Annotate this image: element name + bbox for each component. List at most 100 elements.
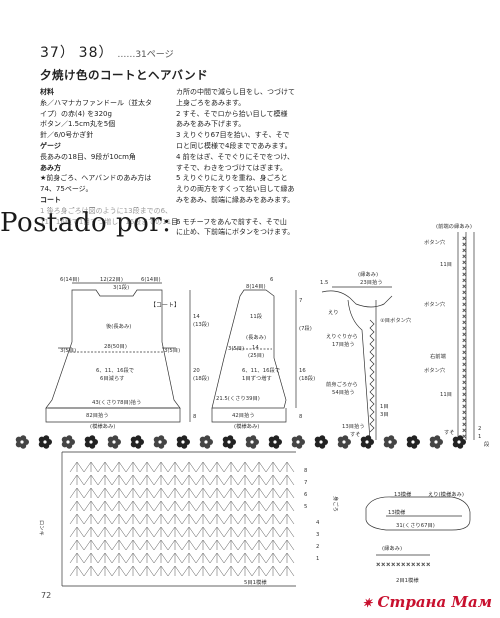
- stitch-mark: [69, 500, 85, 512]
- stitch-mark: [111, 487, 127, 499]
- edge-11b-label: 11目: [440, 391, 452, 398]
- stitch-mark: [251, 513, 267, 525]
- edge-button-3: ボタン穴: [424, 366, 446, 374]
- stitch-mark: [195, 526, 211, 538]
- stitch-mark: [279, 539, 295, 551]
- instructions-column: カ所の中間で減らし目をし、つづけて上身ごろをあみます。2 すそ、そでロから拾い目…: [176, 87, 295, 238]
- stitch-x: ×: [462, 242, 466, 248]
- text-line: 針／6/0号かぎ針: [40, 131, 94, 140]
- stitch-mark: [97, 487, 113, 499]
- stitch-x: ×: [462, 338, 466, 344]
- sleeve-pattern-label: (模様あみ): [234, 422, 259, 430]
- chart-row-5: 5: [304, 504, 307, 510]
- stitch-mark: [237, 513, 253, 525]
- back-decrease-label-2: 6目減らす: [100, 374, 124, 382]
- stitch-mark: [223, 487, 239, 499]
- text-line: すそで、わきをつづけてはぎます。: [176, 163, 287, 172]
- stitch-mark: [279, 461, 295, 473]
- front-pick-label: えりぐりから: [326, 333, 358, 340]
- text-line: 74、75ページ。: [40, 185, 93, 194]
- front-3-label: 3目: [380, 411, 389, 418]
- stitch-mark: [125, 461, 141, 473]
- band-collar-label: えり(模様あみ): [428, 490, 464, 498]
- stitch-mark: [69, 487, 85, 499]
- front-pick-label-2: 17目拾う: [332, 340, 355, 348]
- text-line: 上身ごろをあみます。: [176, 98, 246, 107]
- sleeve-height-16: 16: [299, 368, 306, 374]
- stitch-mark: [251, 565, 267, 577]
- band-13-label: 13模様: [394, 490, 412, 498]
- text-line: あみ方: [40, 163, 61, 172]
- stitch-x: ×: [462, 266, 466, 272]
- pattern-number-2: 38: [78, 45, 99, 61]
- stitch-mark: [83, 513, 99, 525]
- back-height-20: 20: [193, 368, 200, 374]
- back-hem-pattern-label: (模様あみ): [90, 422, 115, 430]
- back-side-right-label: 3(5目): [164, 347, 180, 354]
- stitch-mark: [223, 513, 239, 525]
- band-width-label: 31(くさり67目): [396, 522, 435, 529]
- stitch-mark: [251, 526, 267, 538]
- stitch-x: ×: [462, 380, 466, 386]
- stitch-mark: [111, 552, 127, 564]
- stitch-x: ×: [462, 248, 466, 254]
- text-line: 材料: [40, 88, 54, 96]
- stitch-mark: [223, 500, 239, 512]
- chart-repeat-label: 5目1模様: [244, 578, 267, 586]
- sleeve-pick-label: 42目拾う: [232, 411, 255, 419]
- stitch-mark: [167, 565, 183, 577]
- stitch-x: ×: [462, 284, 466, 290]
- stitch-mark: [265, 487, 281, 499]
- text-line: イプ）の赤(4) を320g: [40, 109, 112, 118]
- stitch-mark: [195, 552, 211, 564]
- stitch-mark: [279, 513, 295, 525]
- edging-stitch: ×: [381, 562, 385, 568]
- page-number: 72: [41, 591, 52, 600]
- stitch-x: ×: [462, 386, 466, 392]
- stitch-mark: [237, 500, 253, 512]
- front-collar-label: えり: [328, 309, 339, 316]
- flower-motif-icon: [130, 435, 144, 449]
- stitch-mark: [195, 565, 211, 577]
- page-reference: ……31ページ: [117, 50, 174, 60]
- sleeve-height-16b: (18段): [299, 374, 315, 382]
- flower-motif-icon: [222, 435, 236, 449]
- back-height-8: 8: [193, 414, 197, 420]
- edge-button-2: ボタン穴: [424, 300, 446, 308]
- stitch-mark: [167, 552, 183, 564]
- stitch-mark: [69, 461, 85, 473]
- stitch-mark: [181, 526, 197, 538]
- stitch-x: ×: [462, 302, 466, 308]
- text-line: 5 えりぐりにえりを重ね、身ごろと: [176, 174, 288, 183]
- flower-motif-icon: [199, 435, 213, 449]
- text-line: ボタン／1.5cm丸を5個: [40, 120, 116, 129]
- text-line: 長あみの18目、9段が10cm角: [40, 152, 136, 161]
- stitch-mark: [181, 461, 197, 473]
- back-height-14: 14: [193, 314, 200, 320]
- stitch-mark: [167, 526, 183, 538]
- sleeve-long-label: (長あみ): [246, 334, 266, 341]
- stitch-mark: [181, 513, 197, 525]
- stitch-mark: [111, 500, 127, 512]
- chart-row-4: 4: [316, 520, 320, 526]
- stitch-mark: [83, 526, 99, 538]
- edge-right-front: 右前端: [430, 352, 447, 360]
- edging-label: (縁あみ): [382, 544, 402, 552]
- stitch-mark: [97, 474, 113, 486]
- stitch-mark: [139, 565, 155, 577]
- watermark-text: Postado por:: [0, 208, 172, 238]
- text-line: 糸／ハマナカファンドール（並太タ: [40, 98, 152, 107]
- stitch-mark: [265, 461, 281, 473]
- stitch-x: ×: [462, 290, 466, 296]
- stitch-mark: [279, 552, 295, 564]
- stitch-mark: [83, 552, 99, 564]
- stitch-mark: [69, 513, 85, 525]
- stitch-mark: [251, 461, 267, 473]
- stitch-x: ×: [462, 308, 466, 314]
- stitch-mark: [69, 565, 85, 577]
- pattern-number-1: 37: [40, 45, 60, 61]
- stitch-x: ×: [462, 296, 466, 302]
- text-line: コート: [40, 195, 61, 204]
- stitch-mark: [83, 539, 99, 551]
